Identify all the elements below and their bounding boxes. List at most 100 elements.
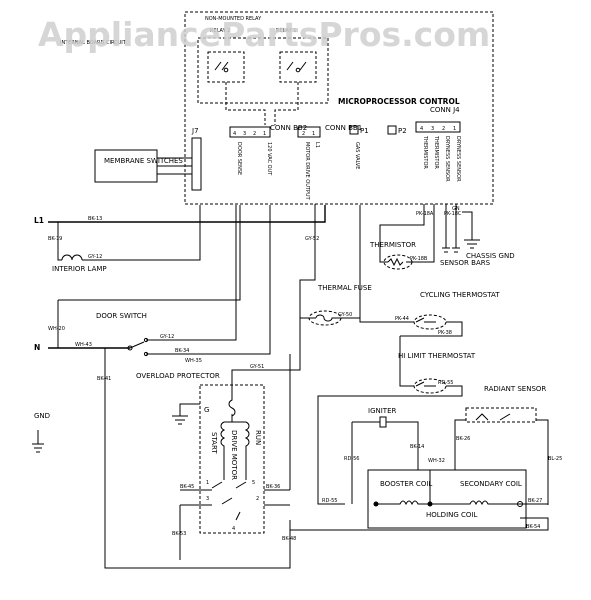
neutral-return — [104, 348, 291, 569]
j4-dryness1-label: DRYNESS SENSOR — [444, 136, 450, 182]
wire-pk44: PK-44 — [395, 316, 409, 322]
j4-pin-3: 3 — [431, 126, 434, 132]
centrifugal-switch-icon — [211, 481, 247, 521]
relay-board-outline — [197, 37, 329, 104]
motor-pin-4: 4 — [232, 526, 235, 532]
start-winding-label: START — [210, 432, 218, 454]
overload-protector-icon — [228, 395, 236, 417]
wire-bk26: BK-26 — [456, 436, 470, 442]
radiant-sensor-leads — [454, 419, 549, 505]
wire-bk53: BK-53 — [172, 531, 186, 537]
wire-wh20: WH-20 — [48, 326, 65, 332]
relay-2-contacts — [214, 61, 229, 71]
wire-wh43: WH-43 — [75, 342, 92, 348]
sensor-bars-icon — [442, 247, 460, 253]
motor-pin-1: 1 — [206, 480, 209, 486]
run-winding-icon — [244, 421, 250, 480]
holding-coil-label: HOLDING COIL — [426, 511, 477, 519]
p1-label: P1 — [360, 127, 369, 135]
wire-rd55b: RD-55 — [322, 498, 338, 504]
j4-pin-2: 2 — [442, 126, 445, 132]
p2-label: P2 — [398, 127, 407, 135]
igniter-icon — [352, 416, 419, 470]
conn-bb2-header — [229, 126, 271, 138]
radiant-sensor-icon — [475, 413, 511, 421]
wire-bk45: BK-45 — [180, 484, 194, 490]
wire-bk34: BK-34 — [175, 348, 189, 354]
wire-pk38: PK-38 — [438, 330, 452, 336]
l1-rail — [48, 205, 326, 223]
j4-pin-4: 4 — [420, 126, 423, 132]
relay-2-coil-icon — [223, 67, 229, 73]
motor-common — [224, 414, 246, 423]
radiant-sensor-label: RADIANT SENSOR — [484, 385, 546, 393]
wire-rd56: RD-56 — [344, 456, 360, 462]
relay-1-contacts — [286, 61, 307, 71]
drive-motor-label: DRIVE MOTOR — [230, 430, 238, 480]
gnd-label: GND — [34, 412, 50, 420]
conn-bb2-label: CONN BB2 — [270, 124, 307, 132]
door-switch-label: DOOR SWITCH — [96, 312, 147, 320]
membrane-label: MEMBRANE SWITCHES — [104, 157, 183, 165]
thermal-fuse-label: THERMAL FUSE — [317, 284, 372, 292]
door-switch-common — [127, 345, 133, 351]
thermal-fuse-icon — [300, 314, 360, 322]
motor-pin-3: 3 — [206, 496, 209, 502]
membrane-switches-box — [94, 149, 158, 183]
l1-pin-label: L1 — [314, 142, 320, 148]
relay-board-label: NON-MOUNTED RELAY — [205, 16, 262, 22]
wire-gy12: GY-12 — [88, 254, 102, 260]
thermistor-feed — [379, 204, 425, 263]
thermistor-icon — [387, 257, 404, 267]
motor-ground-lead — [179, 403, 200, 416]
motor-drive-wire — [299, 204, 316, 318]
bb2-pin-2: 2 — [253, 131, 256, 137]
mode-board-label: INTERNAL BOARD CIRCUIT — [60, 40, 127, 46]
relay-drive-lines — [225, 82, 299, 125]
bb2-pin-4: 4 — [233, 131, 236, 137]
door-switch-blade — [129, 341, 145, 349]
interior-lamp-label: INTERIOR LAMP — [52, 265, 107, 273]
coil-node-mid — [427, 501, 433, 507]
l1-label: L1 — [34, 216, 44, 225]
motor-drive-label: MOTOR DRIVE OUTPUT — [304, 142, 310, 201]
wire-bk27: BK-27 — [528, 498, 542, 504]
conn-bb1-header — [297, 126, 321, 138]
n-label: N — [34, 343, 40, 352]
gas-valve-return — [290, 503, 549, 531]
igniter-label: IGNITER — [368, 407, 396, 415]
ground-symbol-icon — [32, 430, 44, 453]
chassis-ground-icon — [462, 211, 480, 249]
door-switch-to-vac — [146, 205, 271, 355]
radiant-sensor-outline — [465, 407, 537, 423]
coil-node-left — [373, 501, 379, 507]
p1-connector — [349, 125, 359, 135]
conn-j4-header — [415, 121, 461, 133]
wire-wh32: WH-32 — [428, 458, 445, 464]
wire-bl25: BL-25 — [548, 456, 562, 462]
relay-1-coil-icon — [295, 67, 301, 73]
wire-bk48: BK-48 — [282, 536, 296, 542]
secondary-coil-icon — [430, 500, 520, 506]
motor-g-label: G — [204, 406, 209, 414]
cycling-return — [400, 321, 463, 337]
j4-dryness2-label: DRYNESS SENSOR — [455, 136, 461, 182]
sensor-bars-label: SENSOR BARS — [440, 259, 491, 267]
wire-gy50: GY-50 — [338, 312, 352, 318]
microprocessor-label: MICROPROCESSOR CONTROL — [338, 97, 460, 106]
j7-connector — [191, 137, 202, 191]
j4-pin-1: 1 — [453, 126, 456, 132]
j4-thermistor2-label: THERMISTOR — [433, 135, 439, 169]
p2-connector — [387, 125, 397, 135]
interior-lamp-icon — [61, 254, 83, 261]
thermistor-label: THERMISTOR — [369, 241, 416, 249]
bb1-pin-1: 1 — [312, 131, 315, 137]
wire-bk54: BK-54 — [526, 524, 540, 530]
booster-coil-icon — [376, 470, 431, 506]
bb2-pin-3: 3 — [243, 131, 246, 137]
door-sense-label: DOOR SENSE — [236, 142, 242, 175]
motor-ground-icon — [172, 415, 188, 425]
wire-gy51: GY-51 — [250, 364, 264, 370]
wire-wh35: WH-35 — [185, 358, 202, 364]
